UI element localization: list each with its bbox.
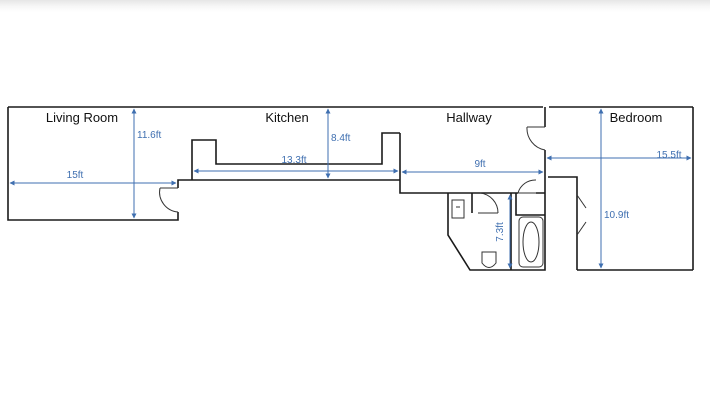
room-labels: Living Room Kitchen Hallway Bedroom bbox=[46, 110, 663, 125]
living-room-wall bbox=[7, 107, 400, 221]
dim-label-living-height: 11.6ft bbox=[137, 130, 161, 141]
dim-label-kitchen-depth: 8.4ft bbox=[331, 133, 351, 144]
dim-label-bathroom-depth: 7.3ft bbox=[495, 222, 506, 242]
fixtures bbox=[451, 199, 544, 268]
bedroom-label: Bedroom bbox=[610, 110, 663, 125]
hallway-door-icon bbox=[526, 126, 546, 151]
bathtub-enclosure bbox=[515, 193, 545, 216]
dim-label-bedroom-depth: 10.9ft bbox=[604, 210, 629, 221]
dimension-lines bbox=[9, 108, 692, 269]
living-room-door-icon bbox=[159, 187, 179, 213]
living-room-label: Living Room bbox=[46, 110, 118, 125]
dim-label-living-width: 15ft bbox=[67, 170, 84, 181]
walls bbox=[7, 106, 694, 271]
dim-label-hallway-width: 9ft bbox=[474, 159, 485, 170]
bathroom-door-icon bbox=[478, 192, 499, 214]
dimension-labels: 11.6ft 15ft 13.3ft 8.4ft 9ft 7.3ft 15.5f… bbox=[67, 130, 682, 242]
bathroom-door-2-icon bbox=[517, 179, 537, 194]
hallway-label: Hallway bbox=[446, 110, 492, 125]
closet-door-icon bbox=[576, 194, 587, 236]
kitchen-counter bbox=[191, 132, 400, 180]
doors bbox=[159, 126, 587, 236]
dim-label-bedroom-width: 15.5ft bbox=[656, 150, 681, 161]
bathtub-basin-icon bbox=[522, 221, 540, 263]
closet-wall bbox=[548, 176, 578, 270]
sink-icon bbox=[451, 199, 465, 219]
hallway-bedroom-wall bbox=[511, 107, 546, 271]
toilet-icon bbox=[481, 251, 497, 268]
dim-label-kitchen-counter: 13.3ft bbox=[281, 155, 306, 166]
kitchen-partition bbox=[399, 133, 545, 194]
kitchen-label: Kitchen bbox=[265, 110, 308, 125]
